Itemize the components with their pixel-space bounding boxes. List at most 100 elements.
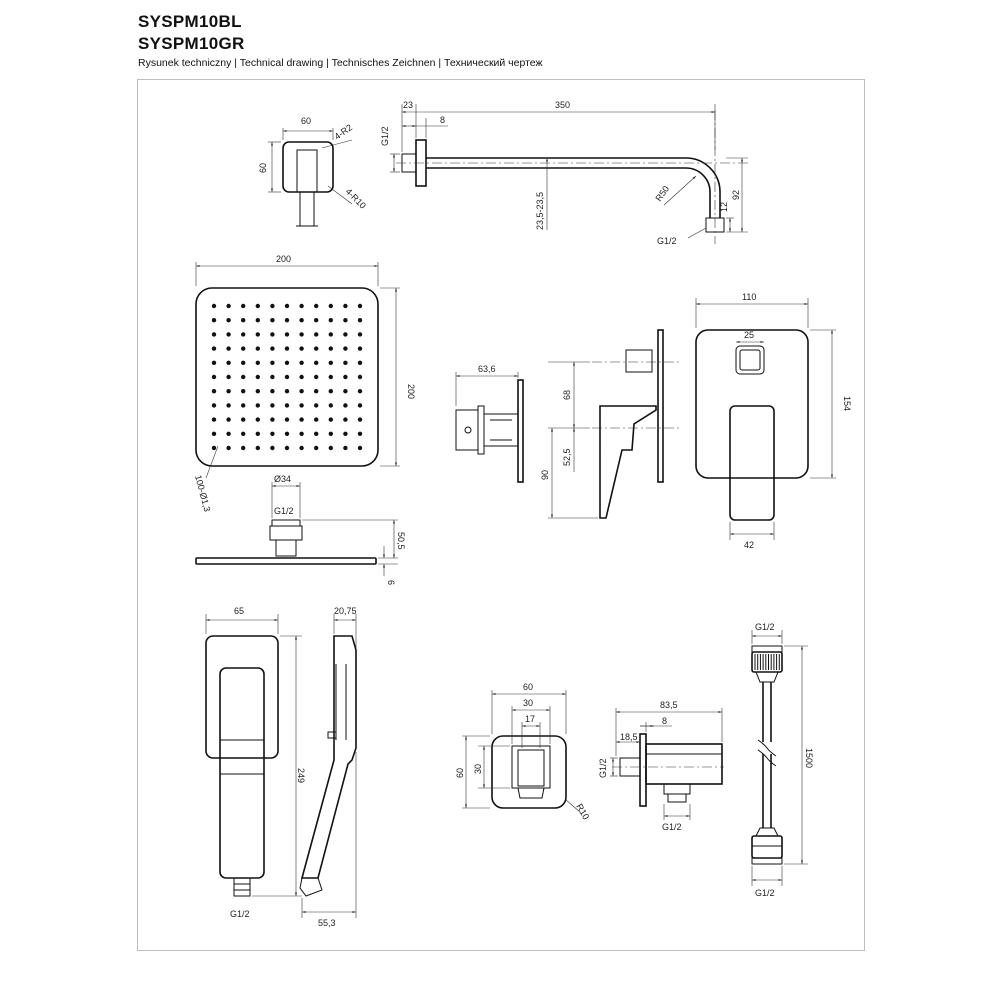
mixer-lever-view: [548, 329, 682, 519]
nozzle-hole: [328, 403, 333, 408]
nozzle-hole: [226, 431, 231, 436]
nozzle-hole: [255, 318, 260, 323]
nozzle-hole: [226, 318, 231, 323]
nozzle-hole: [284, 389, 290, 394]
nozzle-hole: [241, 318, 246, 323]
hose-g12-top-label: G1/2: [755, 622, 775, 632]
head-height-label: 200: [406, 384, 416, 399]
nozzle-hole: [328, 332, 333, 337]
head-g12-label: G1/2: [274, 506, 294, 516]
hose-length-label: 1500: [804, 748, 814, 768]
nozzle-hole: [270, 417, 275, 422]
nozzle-hole: [211, 318, 217, 323]
hand-g12-label: G1/2: [230, 909, 250, 919]
nozzle-hole: [357, 389, 363, 394]
nozzle-hole: [357, 403, 363, 408]
nozzle-hole: [226, 303, 231, 309]
shower-arm-view: [390, 104, 748, 244]
nozzle-hole: [299, 360, 304, 365]
nozzle-hole: [328, 346, 333, 351]
outlet-r10-label: R10: [574, 802, 591, 821]
nozzle-hole: [284, 374, 290, 380]
hose-g12-bottom-label: G1/2: [755, 888, 775, 898]
nozzle-hole: [314, 332, 319, 337]
nozzle-hole: [270, 389, 275, 394]
flange-height-label: 60: [258, 163, 268, 173]
nozzle-hole: [299, 332, 304, 337]
nozzle-hole: [343, 303, 348, 309]
nozzle-hole: [255, 346, 260, 351]
nozzle-hole: [211, 403, 217, 408]
nozzle-hole: [211, 360, 217, 365]
nozzle-hole: [255, 403, 260, 408]
lever-525-label: 52,5: [562, 448, 572, 466]
nozzle-hole: [241, 445, 246, 451]
nozzle-hole: [328, 303, 333, 309]
mixer-side-view: [455, 372, 524, 483]
nozzle-hole: [284, 445, 290, 451]
nozzle-hole: [241, 303, 246, 309]
model-code-gr: SYSPM10GR: [138, 34, 245, 53]
nozzle-hole: [299, 318, 304, 323]
head-6-label: 6: [386, 580, 396, 585]
front-154-label: 154: [842, 396, 852, 411]
head-holes-label: 100-Ø1,3: [193, 474, 212, 513]
nozzle-hole: [343, 431, 348, 436]
nozzle-hole: [357, 445, 363, 451]
nozzle-hole: [299, 403, 304, 408]
nozzle-hole: [284, 332, 290, 337]
nozzle-hole: [270, 431, 275, 436]
nozzle-hole: [284, 318, 290, 323]
nozzle-hole: [211, 445, 217, 451]
nozzle-hole: [211, 346, 217, 351]
nozzle-hole: [255, 360, 260, 365]
hand-side-553-label: 55,3: [318, 918, 336, 928]
nozzle-hole: [314, 445, 319, 451]
nozzle-hole: [299, 417, 304, 422]
nozzle-hole: [255, 303, 260, 309]
nozzle-hole: [284, 403, 290, 408]
head-width-label: 200: [276, 254, 291, 264]
nozzle-hole: [270, 318, 275, 323]
nozzle-hole: [343, 360, 348, 365]
nozzle-hole: [270, 374, 275, 380]
front-25-label: 25: [744, 330, 754, 340]
nozzle-hole: [226, 389, 231, 394]
nozzle-hole: [226, 332, 231, 337]
nozzle-hole: [314, 374, 319, 380]
outlet-side-g12-bottom-label: G1/2: [662, 822, 682, 832]
arm-g12-top-label: G1/2: [380, 126, 390, 146]
nozzle-hole: [328, 389, 333, 394]
lever-68-label: 68: [562, 390, 572, 400]
nozzle-hole: [211, 303, 217, 309]
nozzle-hole: [343, 332, 348, 337]
front-110-label: 110: [742, 292, 756, 302]
nozzle-hole: [270, 360, 275, 365]
outlet-17-label: 17: [525, 714, 535, 724]
nozzle-hole: [241, 346, 246, 351]
nozzle-hole: [314, 346, 319, 351]
nozzle-hole: [343, 417, 348, 422]
nozzle-hole: [255, 431, 260, 436]
nozzle-hole: [270, 445, 275, 451]
nozzle-hole: [211, 332, 217, 337]
nozzle-hole: [357, 374, 363, 380]
nozzle-hole: [241, 431, 246, 436]
nozzle-hole: [357, 360, 363, 365]
nozzle-hole: [226, 417, 231, 422]
arm-r50-label: R50: [653, 184, 671, 203]
nozzle-hole: [299, 389, 304, 394]
nozzle-hole: [211, 417, 217, 422]
nozzle-hole: [255, 445, 260, 451]
nozzle-hole: [284, 417, 290, 422]
mixer-front-view: [695, 298, 836, 540]
nozzle-hole: [226, 445, 231, 451]
nozzle-hole: [299, 303, 304, 309]
outlet-elbow-front-view: [462, 690, 581, 813]
arm-23-label: 23: [403, 100, 413, 110]
nozzle-hole: [226, 403, 231, 408]
nozzle-hole: [328, 360, 333, 365]
nozzle-hole: [270, 346, 275, 351]
head-505-label: 50,5: [396, 532, 406, 550]
nozzle-hole: [343, 346, 348, 351]
